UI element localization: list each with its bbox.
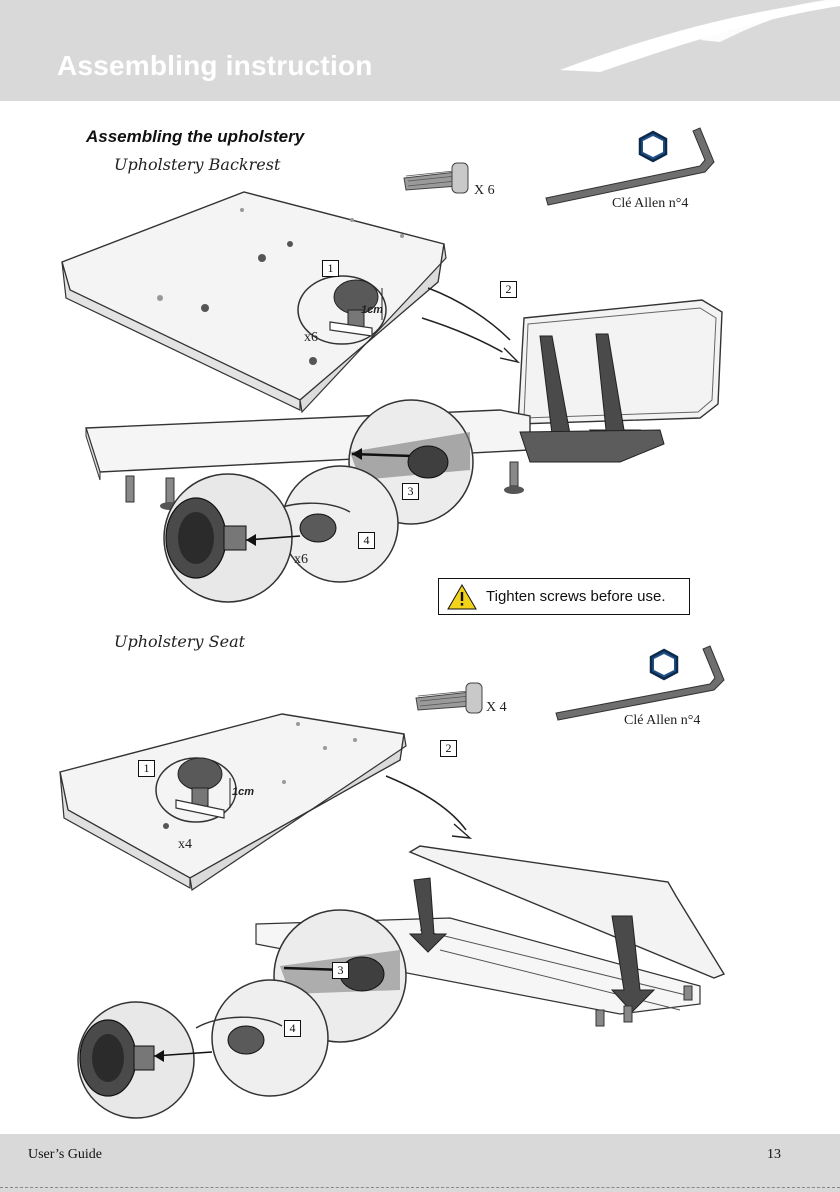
footer-divider — [0, 1187, 840, 1188]
seat-allen-key-label: Clé Allen n°4 — [624, 713, 700, 729]
seat-step-2: 2 — [440, 740, 457, 757]
seat-bolt-detail-4-zoom — [78, 1002, 212, 1118]
screw-icon — [416, 683, 482, 713]
allen-key-icon — [556, 646, 724, 720]
seat-measure-label: 1cm — [232, 786, 254, 798]
seat-step-4: 4 — [284, 1020, 301, 1037]
seat-detail-qty-1: x4 — [178, 837, 192, 853]
seat-screw-quantity: X 4 — [486, 700, 507, 716]
page-number: 13 — [767, 1147, 781, 1163]
seat-step-3: 3 — [332, 962, 349, 979]
seat-step-1: 1 — [138, 760, 155, 777]
page-footer: User’s Guide 13 — [0, 1134, 840, 1192]
footer-guide-title: User’s Guide — [28, 1147, 102, 1163]
seat-bolt-detail-4 — [196, 980, 328, 1096]
